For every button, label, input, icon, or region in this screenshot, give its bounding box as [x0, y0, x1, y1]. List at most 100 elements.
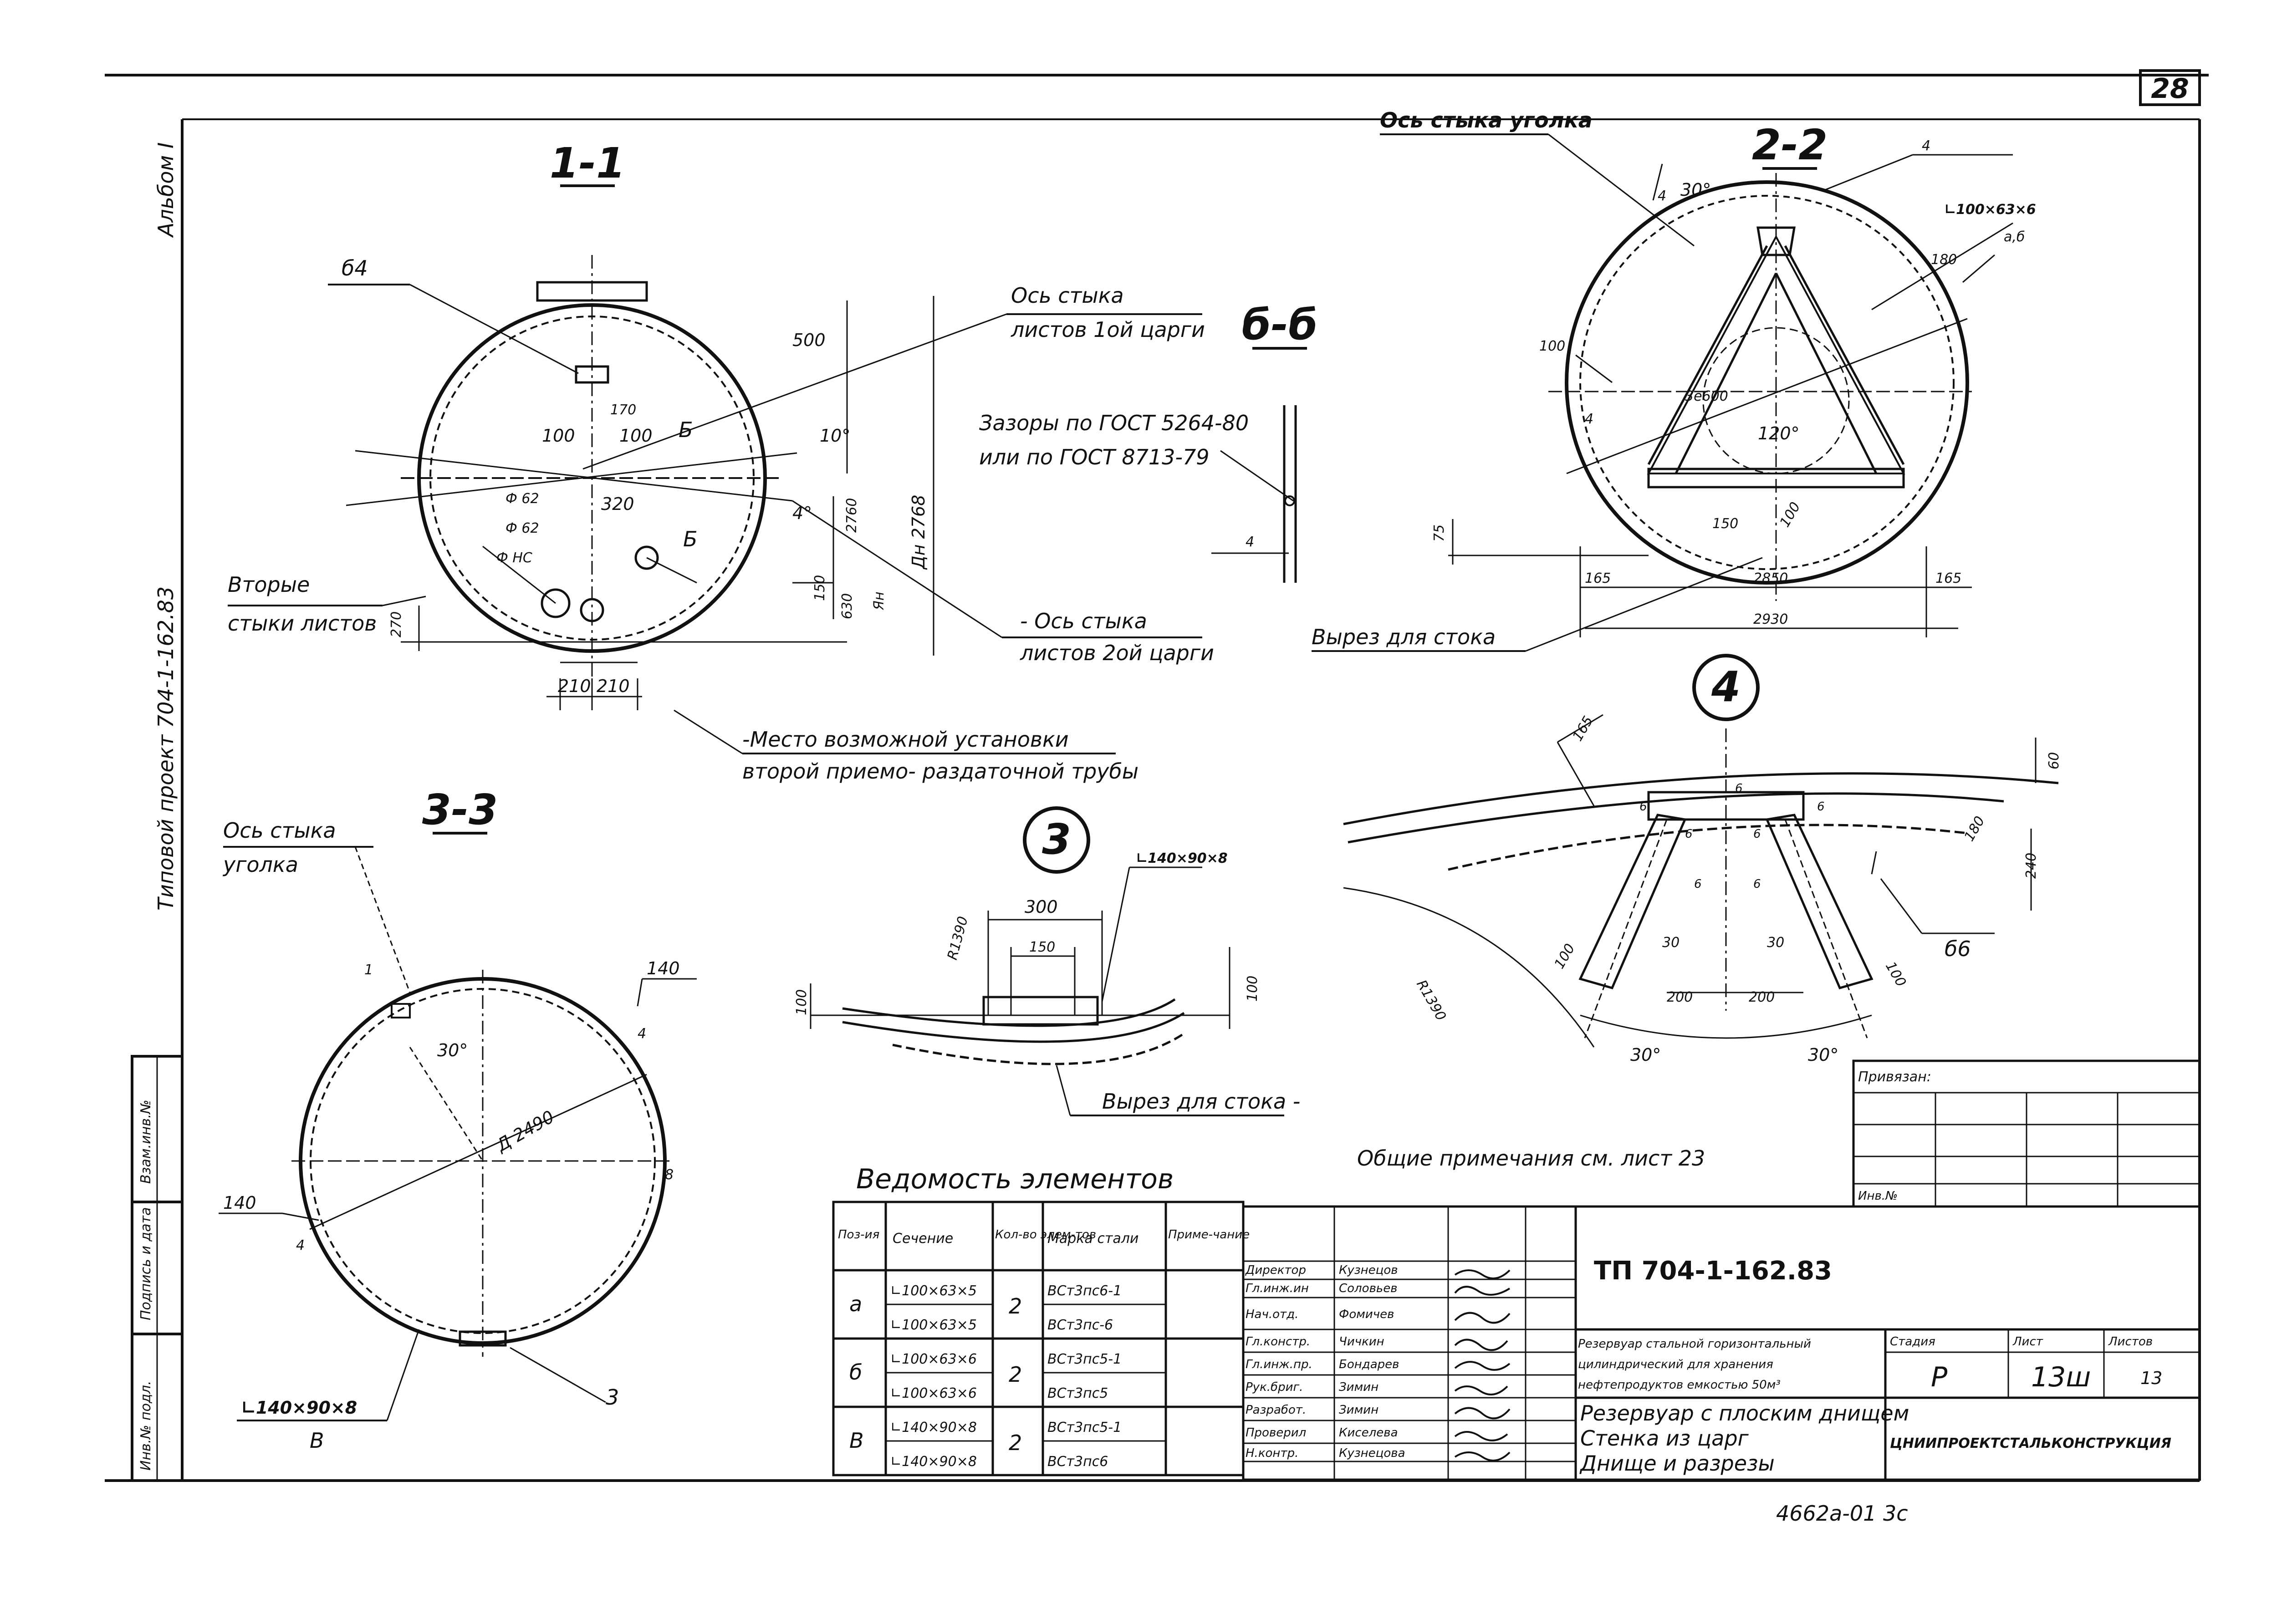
bottom-stamp: 4662а-01 3с: [1776, 1501, 1908, 1526]
svg-text:165: 165: [1585, 570, 1611, 586]
svg-text:Кол-во элем-тов: Кол-во элем-тов: [995, 1228, 1096, 1242]
node-4: 4 165 60 6 6 6 6 6 6 6 240 180 30 30 100…: [1343, 654, 2062, 1065]
svg-text:30°: 30°: [1630, 1045, 1661, 1065]
svg-text:120°: 120°: [1758, 423, 1800, 443]
svg-text:Дн 2768: Дн 2768: [909, 495, 929, 570]
svg-text:4°: 4°: [792, 503, 812, 523]
signature-marks: [1454, 1269, 1511, 1461]
callout-angle-joint: Ось стыка уголка: [1380, 108, 1593, 132]
svg-text:180: 180: [1961, 814, 1988, 844]
svg-text:6: 6: [1694, 877, 1702, 891]
svg-text:∟140×90×8: ∟140×90×8: [1136, 850, 1228, 866]
side-stamp-cell-2: Подпись и дата: [138, 1207, 154, 1321]
svg-text:Ф 62: Ф 62: [505, 520, 539, 536]
svg-text:30: 30: [1662, 935, 1680, 951]
svg-text:Резервуар с плоским днищем: Резервуар с плоским днищем: [1580, 1401, 1909, 1425]
svg-text:13: 13: [2140, 1368, 2162, 1388]
svg-text:Киселева: Киселева: [1339, 1426, 1398, 1440]
approval-header: Привязан:: [1858, 1069, 1931, 1085]
side-stamp-cell-3: Инв.№ подл.: [138, 1381, 154, 1471]
svg-text:100: 100: [1539, 338, 1565, 354]
svg-text:240: 240: [2023, 853, 2039, 879]
svg-text:6: 6: [1753, 827, 1761, 841]
svg-text:Б: Б: [683, 527, 698, 551]
svg-text:ВСт3пс6-1: ВСт3пс6-1: [1047, 1283, 1122, 1299]
svg-text:Гл.инж.ин: Гл.инж.ин: [1246, 1282, 1309, 1295]
svg-text:2930: 2930: [1753, 611, 1788, 627]
svg-text:Стенка из царг: Стенка из царг: [1580, 1426, 1749, 1451]
doc-code: ТП 704-1-162.83: [1594, 1256, 1832, 1286]
svg-text:∟100×63×5: ∟100×63×5: [890, 1283, 977, 1299]
title-block: Привязан: Инв.№ ТП 704-1-162.83 Резервуа…: [1242, 1059, 2201, 1481]
org-name: ЦНИИПРОЕКТСТАЛЬКОНСТРУКЦИЯ: [1890, 1436, 2171, 1451]
node-3: 3 R1390 300 150 ∟140×90×8 100 100 Вырез …: [794, 806, 1300, 1116]
svg-text:Зимин: Зимин: [1339, 1403, 1378, 1417]
svg-text:100: 100: [1245, 976, 1261, 1002]
svg-text:Разработ.: Разработ.: [1246, 1403, 1306, 1417]
svg-text:а: а: [849, 1292, 862, 1316]
view-1-1-title: 1-1: [550, 139, 625, 188]
svg-text:2850: 2850: [1753, 570, 1788, 586]
svg-text:140: 140: [647, 958, 680, 978]
svg-text:150: 150: [1712, 516, 1738, 532]
svg-text:4: 4: [1246, 534, 1254, 550]
svg-text:R1390: R1390: [1413, 977, 1449, 1024]
callout-joint-bot-1: - Ось стыка: [1020, 609, 1147, 633]
svg-text:В: В: [849, 1428, 864, 1453]
callout-place-1: -Место возможной установки: [742, 727, 1069, 752]
svg-text:100: 100: [794, 989, 810, 1015]
svg-text:100: 100: [1777, 499, 1804, 530]
svg-text:4: 4: [1585, 411, 1593, 427]
svg-text:4: 4: [296, 1237, 305, 1253]
svg-text:Приме-чание: Приме-чание: [1168, 1228, 1250, 1242]
svg-text:Директор: Директор: [1245, 1263, 1306, 1277]
svg-text:Ф НС: Ф НС: [496, 550, 532, 566]
svg-text:Нач.отд.: Нач.отд.: [1246, 1308, 1298, 1321]
general-notes: Общие примечания см. лист 23: [1357, 1146, 1705, 1171]
callout-place-2: второй приемо- раздаточной трубы: [742, 759, 1138, 784]
svg-text:∟140×90×8: ∟140×90×8: [890, 1420, 977, 1436]
svg-text:2760: 2760: [844, 498, 860, 533]
view-2-2: 2-2: [1312, 108, 2036, 652]
shell-2-2-outer: [1565, 180, 1969, 585]
svg-text:Гл.констр.: Гл.констр.: [1246, 1335, 1310, 1349]
svg-text:165: 165: [1570, 713, 1597, 744]
svg-text:320: 320: [601, 494, 634, 514]
svg-text:∟100×63×6: ∟100×63×6: [1945, 202, 2036, 218]
callout-joint-top-2: листов 1ой царги: [1011, 317, 1205, 342]
svg-text:Ян: Ян: [871, 592, 887, 611]
svg-text:100: 100: [1552, 941, 1578, 972]
svg-text:Кузнецова: Кузнецова: [1339, 1446, 1405, 1460]
callout-angle-joint-3-3-2: уголка: [222, 852, 298, 877]
svg-text:ВСт3пс5: ВСт3пс5: [1047, 1385, 1108, 1401]
svg-text:6: 6: [1817, 800, 1825, 814]
svg-text:Проверил: Проверил: [1246, 1426, 1306, 1440]
svg-text:∟140×90×8: ∟140×90×8: [890, 1454, 977, 1470]
svg-text:Фомичев: Фомичев: [1339, 1308, 1394, 1321]
svg-text:200: 200: [1667, 989, 1693, 1005]
svg-text:Ф 62: Ф 62: [505, 491, 539, 507]
svg-text:ВСт3пс6: ВСт3пс6: [1047, 1454, 1108, 1470]
node-3-circle: [1023, 806, 1090, 874]
view-3-3-title: 3-3: [422, 785, 498, 834]
svg-text:Марка стали: Марка стали: [1047, 1231, 1138, 1247]
svg-text:цилиндрический для хранения: цилиндрический для хранения: [1578, 1358, 1773, 1371]
svg-text:Зимин: Зимин: [1339, 1380, 1378, 1394]
svg-text:3е600: 3е600: [1685, 388, 1728, 404]
profile-label-3-3: ∟140×90×8: [241, 1398, 357, 1418]
svg-text:3: 3: [606, 1385, 619, 1410]
svg-text:4: 4: [1658, 188, 1666, 204]
elements-table-title: Ведомость элементов: [856, 1163, 1174, 1195]
svg-text:6: 6: [1685, 827, 1693, 841]
svg-text:30°: 30°: [1680, 180, 1711, 200]
svg-text:Гл.инж.пр.: Гл.инж.пр.: [1246, 1358, 1312, 1371]
project-vertical-label: Типовой проект 704-1-162.83: [153, 586, 178, 911]
svg-text:Резервуар стальной горизонталь: Резервуар стальной горизонтальный: [1578, 1337, 1811, 1351]
svg-text:6: 6: [1639, 800, 1647, 814]
svg-text:Днище и разрезы: Днище и разрезы: [1579, 1451, 1775, 1476]
svg-text:6: 6: [1753, 877, 1761, 891]
svg-text:140: 140: [223, 1193, 256, 1213]
svg-text:1: 1: [364, 962, 373, 978]
svg-text:75: 75: [1431, 524, 1447, 542]
